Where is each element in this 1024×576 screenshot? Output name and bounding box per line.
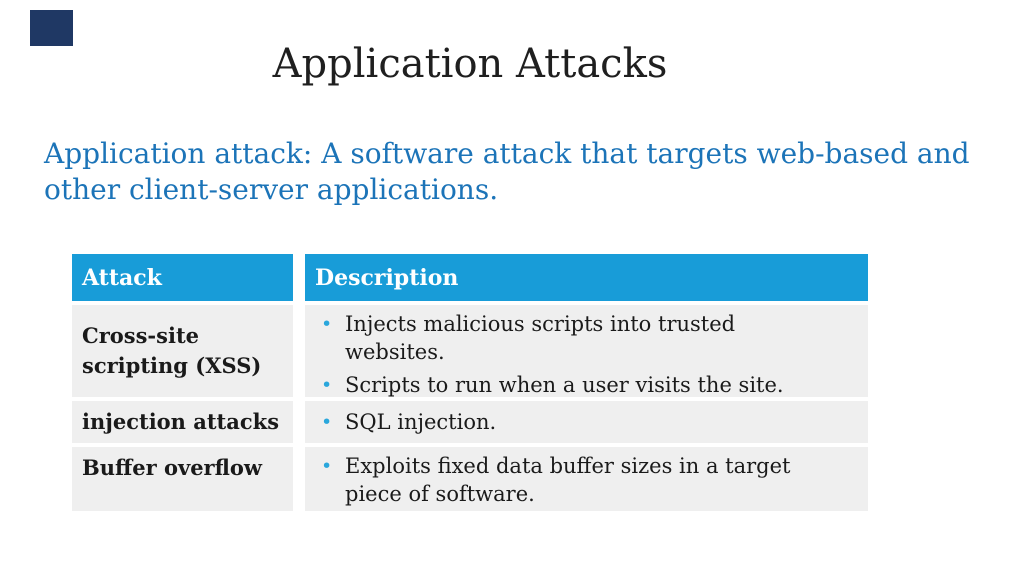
bullet-line: Injects malicious scripts into trusted <box>345 312 736 336</box>
bullet-icon: • <box>321 455 333 477</box>
bullet-text: Scripts to run when a user visits the si… <box>345 371 784 399</box>
description-cell-buffer-overflow: • Exploits fixed data buffer sizes in a … <box>305 447 868 511</box>
description-cell-xss: • Injects malicious scripts into trusted… <box>305 305 868 397</box>
page-title: Application Attacks <box>272 41 668 87</box>
bullet-item: • SQL injection. <box>305 408 868 436</box>
attack-name-line: scripting (XSS) <box>82 353 262 378</box>
bullet-item: • Scripts to run when a user visits the … <box>305 371 868 399</box>
bullet-line: Scripts to run when a user visits the si… <box>345 373 784 397</box>
bullet-icon: • <box>321 411 333 433</box>
bullet-line: SQL injection. <box>345 410 497 434</box>
intro-line: Application attack: A software attack th… <box>44 137 970 170</box>
bullet-text: SQL injection. <box>345 408 496 436</box>
attack-cell-buffer-overflow: Buffer overflow <box>72 447 293 511</box>
bullet-item: • Exploits fixed data buffer sizes in a … <box>305 452 868 508</box>
bullet-item: • Injects malicious scripts into trusted… <box>305 310 868 366</box>
attack-cell-xss: Cross-site scripting (XSS) <box>72 305 293 397</box>
attack-name-line: Cross-site <box>82 323 200 348</box>
bullet-icon: • <box>321 313 333 335</box>
table-header-description: Description <box>305 254 868 301</box>
description-cell-injection: • SQL injection. <box>305 401 868 443</box>
bullet-line: websites. <box>345 340 445 364</box>
attack-cell-injection: injection attacks <box>72 401 293 443</box>
intro-paragraph: Application attack: A software attack th… <box>44 136 970 208</box>
attack-name-line: injection attacks <box>82 409 280 434</box>
bullet-text: Injects malicious scripts into trusted w… <box>345 310 735 366</box>
bullet-text: Exploits fixed data buffer sizes in a ta… <box>345 452 790 508</box>
intro-line: other client-server applications. <box>44 173 499 206</box>
bullet-icon: • <box>321 374 333 396</box>
bullet-line: Exploits fixed data buffer sizes in a ta… <box>345 454 791 478</box>
table-header-attack: Attack <box>72 254 293 301</box>
bullet-line: piece of software. <box>345 482 535 506</box>
accent-square <box>30 10 73 46</box>
attacks-table: Attack Description Cross-site scripting … <box>72 254 868 511</box>
attack-name-line: Buffer overflow <box>82 455 262 480</box>
